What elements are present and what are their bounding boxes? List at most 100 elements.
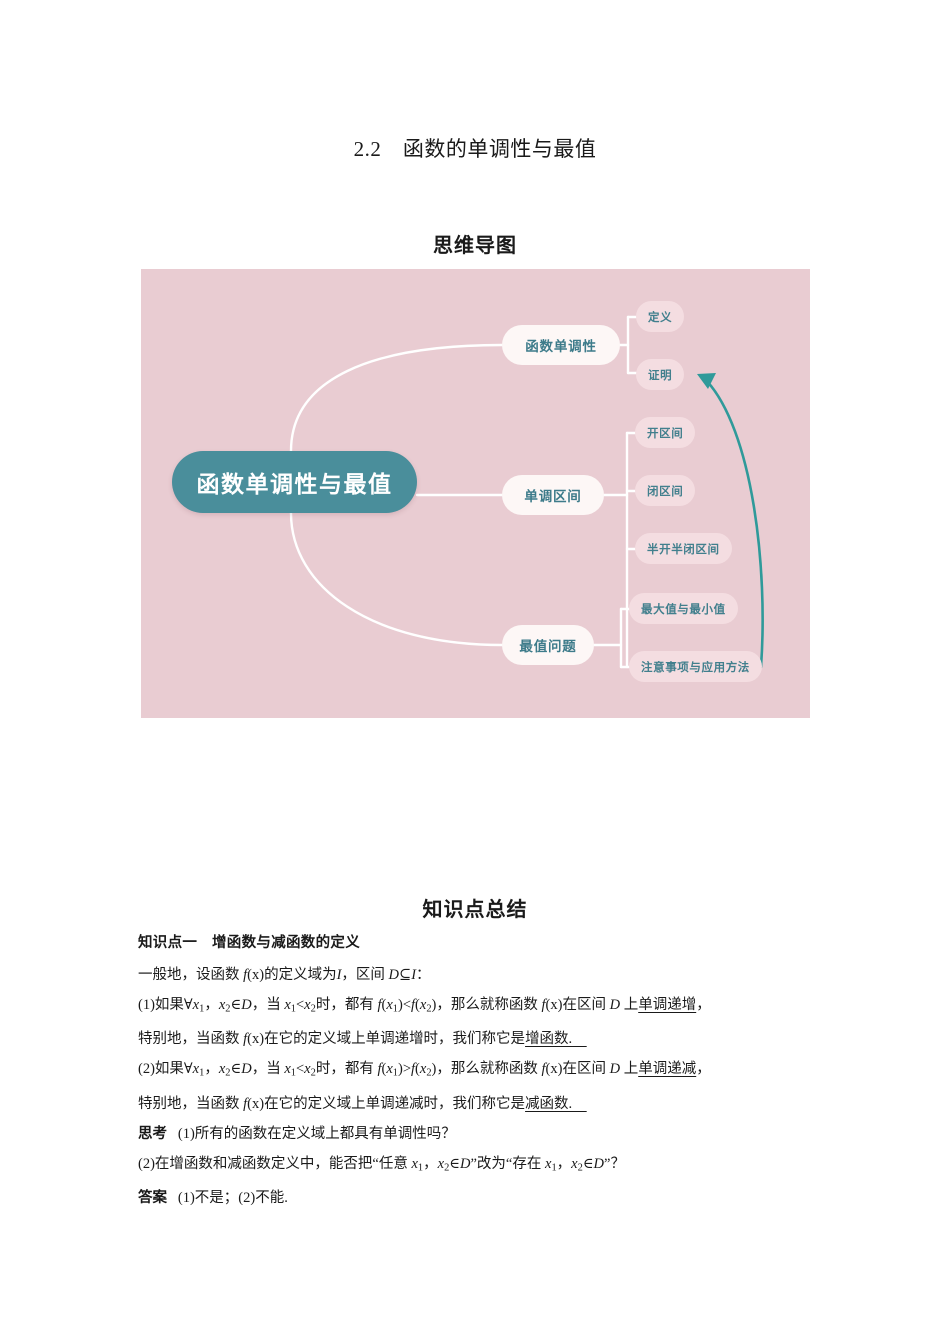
- answer-line: 答案 (1)不是；(2)不能.: [138, 1183, 818, 1213]
- x2-sub-8: 2: [577, 1161, 583, 1173]
- x-var-13: x: [411, 1155, 418, 1172]
- set-d-4: D: [609, 1061, 621, 1078]
- page-title: 2.2 函数的单调性与最值: [353, 137, 597, 161]
- paren-open-4: (: [415, 1061, 420, 1078]
- mindmap-connector-lines: [289, 315, 764, 669]
- f-3: f: [541, 997, 546, 1013]
- intro-f: f: [243, 967, 248, 983]
- x-var-9: x: [284, 1061, 291, 1078]
- x2-sub-2: 2: [310, 1003, 316, 1015]
- x1-sub-6: 1: [392, 1067, 398, 1079]
- definition-item2-line2: 特别地，当函数 f(x)在它的定义域上单调递减时，我们称它是减函数.: [138, 1089, 818, 1119]
- underlined-increasing-function: 增函数.: [525, 1031, 587, 1048]
- x-var-4: x: [304, 997, 311, 1013]
- x1-sub: 1: [199, 1003, 205, 1015]
- f-2: f: [411, 997, 416, 1013]
- x-var-3: x: [284, 997, 291, 1013]
- x-var-16: x: [571, 1155, 578, 1172]
- x1-sub-7: 1: [417, 1161, 424, 1173]
- definition-item1-line2: 特别地，当函数 f(x)在它的定义域上单调递增时，我们称它是增函数.: [138, 1024, 818, 1054]
- intro-pre: 一般地，设函数: [138, 967, 244, 983]
- paren-close-4: ): [431, 1061, 437, 1078]
- in-interval-text: (x)在区间: [545, 997, 610, 1013]
- answer-text: (1)不是；(2)不能.: [177, 1189, 288, 1206]
- f-5: f: [377, 1061, 382, 1078]
- mindmap-branch-monotonicity: 函数单调性: [502, 325, 620, 365]
- paren-close-3: ): [397, 1061, 403, 1078]
- x2-sub-6: 2: [426, 1067, 432, 1079]
- in-symbol-4: ∈: [582, 1155, 594, 1172]
- x-var-11: x: [386, 1061, 393, 1078]
- think-question-2c: ”？: [604, 1155, 625, 1172]
- mindmap-leaf-half-open-interval: 半开半闭区间: [635, 533, 732, 564]
- set-d: D: [241, 997, 252, 1013]
- mindmap-central-node: 函数单调性与最值: [172, 451, 417, 513]
- summary-section-heading: 知识点总结: [422, 899, 528, 921]
- x-var-15: x: [545, 1155, 552, 1172]
- paren-open-3: (: [381, 1061, 387, 1078]
- f-6: f: [411, 1061, 416, 1078]
- lt-symbol: <: [295, 997, 305, 1013]
- think-question-2b: ”改为“存在: [470, 1155, 545, 1172]
- knowledge-point-body: 一般地，设函数 f(x)的定义域为I，区间 D⊆I： (1)如果∀x1，x2∈D…: [138, 960, 818, 1213]
- lt-symbol-2: <: [402, 997, 412, 1013]
- on-text-2: 上: [620, 1061, 639, 1078]
- definition-item1-line1: (1)如果∀x1，x2∈D，当 x1<x2时，都有 f(x1)<f(x2)，那么…: [138, 990, 818, 1024]
- x-var-10: x: [304, 1061, 311, 1078]
- then-call-text: ，那么就称函数: [436, 997, 542, 1013]
- f-8: f: [243, 1095, 248, 1112]
- x-var-2: x: [218, 997, 226, 1013]
- comma-3: ，: [423, 1155, 438, 1172]
- x2-sub-7: 2: [444, 1161, 450, 1173]
- mindmap-leaf-notes-and-methods: 注意事项与应用方法: [629, 651, 762, 682]
- x1-sub-8: 1: [551, 1161, 557, 1173]
- x-var: x: [192, 997, 200, 1013]
- intro-domain-i2: I: [411, 967, 417, 983]
- especially-text-2: 特别地，当函数: [138, 1095, 244, 1112]
- intro-mid2: ，区间: [341, 967, 389, 983]
- x-var-14: x: [437, 1155, 445, 1172]
- mindmap-leaf-proof: 证明: [636, 359, 685, 390]
- in-symbol-2: ∈: [230, 1061, 242, 1078]
- all-have-text: 时，都有: [315, 997, 378, 1013]
- set-d-6: D: [593, 1155, 605, 1172]
- mindmap-leaf-closed-interval: 闭区间: [635, 475, 696, 506]
- x-var-5: x: [386, 997, 393, 1013]
- increasing-desc: (x)在它的定义域上单调递增时，我们称它是: [247, 1031, 526, 1048]
- paren-close-2: ): [431, 997, 437, 1013]
- mindmap-branch-interval: 单调区间: [502, 475, 604, 515]
- intro-end: ：: [416, 967, 431, 983]
- mindmap-branch-extremum: 最值问题: [502, 625, 594, 665]
- item2-lead: (2)如果∀: [138, 1061, 193, 1078]
- f-1: f: [377, 997, 382, 1013]
- x-var-12: x: [419, 1061, 427, 1078]
- knowledge-point-title: 知识点一 增函数与减函数的定义: [138, 935, 360, 951]
- x1-sub-3: 1: [392, 1003, 398, 1015]
- mindmap-section-heading: 思维导图: [433, 235, 517, 257]
- lt-symbol-3: <: [295, 1061, 305, 1078]
- definition-item2-line1: (2)如果∀x1，x2∈D，当 x1<x2时，都有 f(x1)>f(x2)，那么…: [138, 1054, 818, 1088]
- x-var-7: x: [192, 1061, 200, 1078]
- mindmap-leaf-max-min-value: 最大值与最小值: [629, 593, 738, 624]
- x2-sub-5: 2: [310, 1067, 316, 1079]
- comma-end-1: ，: [696, 997, 711, 1013]
- f-7: f: [541, 1061, 546, 1078]
- underlined-decreasing: 单调递减: [638, 1061, 697, 1078]
- x-var-6: x: [419, 997, 427, 1013]
- think-label: 思考: [138, 1125, 167, 1142]
- definition-intro-line: 一般地，设函数 f(x)的定义域为I，区间 D⊆I：: [138, 960, 818, 990]
- x1-sub-2: 1: [290, 1003, 296, 1015]
- item1-lead: (1)如果∀: [138, 997, 193, 1013]
- subset-symbol: ⊆: [399, 967, 412, 983]
- x2-sub-3: 2: [426, 1003, 432, 1015]
- mindmap-diagram: 函数单调性与最值 函数单调性 单调区间 最值问题 定义 证明 开区间 闭区间 半…: [141, 269, 810, 718]
- set-d-5: D: [460, 1155, 471, 1172]
- set-d-2: D: [609, 997, 621, 1013]
- comma-4: ，: [556, 1155, 572, 1172]
- think-line-2: (2)在增函数和减函数定义中，能否把“任意 x1，x2∈D”改为“存在 x1，x…: [138, 1149, 818, 1183]
- x1-sub-4: 1: [199, 1067, 205, 1079]
- decreasing-desc: (x)在它的定义域上单调递减时，我们称它是: [247, 1095, 526, 1112]
- comma-2: ，: [204, 1061, 219, 1078]
- in-symbol-3: ∈: [449, 1155, 461, 1172]
- on-text: 上: [620, 997, 639, 1013]
